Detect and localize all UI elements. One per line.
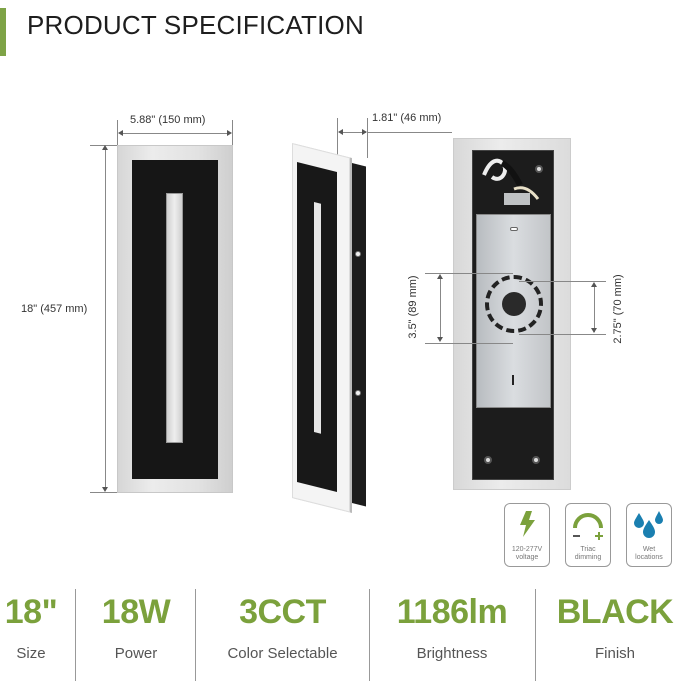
arrow-left-icon bbox=[338, 129, 343, 135]
junction-opening bbox=[502, 292, 526, 316]
spec-value: 18" bbox=[4, 593, 58, 631]
feature-label-line1: 120-277V bbox=[511, 546, 543, 553]
mount-inner-label: 2.75" (70 mm) bbox=[612, 274, 624, 344]
mount-vertical-label: 3.5" (89 mm) bbox=[407, 275, 419, 339]
divider bbox=[535, 589, 536, 681]
lightning-bolt-icon bbox=[520, 511, 535, 537]
dimmer-arc-icon bbox=[573, 513, 603, 540]
height-dimension-line bbox=[105, 148, 106, 490]
dim-extension-line bbox=[519, 334, 606, 335]
spec-value: 1186lm bbox=[396, 593, 508, 631]
feature-label-line2: dimming bbox=[574, 554, 602, 561]
title-accent-bar bbox=[0, 8, 6, 56]
arrow-up-icon bbox=[102, 145, 108, 150]
arrow-down-icon bbox=[437, 337, 443, 342]
mount-hole bbox=[355, 390, 361, 396]
arrow-up-icon bbox=[591, 282, 597, 287]
spec-label: Size bbox=[16, 645, 46, 662]
spec-label: Brightness bbox=[416, 645, 488, 662]
spec-finish: BLACK Finish bbox=[540, 592, 679, 662]
arrow-right-icon bbox=[227, 130, 232, 136]
mount-dimension-line bbox=[440, 276, 441, 340]
dim-extension-line bbox=[367, 118, 368, 158]
spec-value: 3CCT bbox=[239, 593, 326, 631]
spec-power: 18W Power bbox=[80, 592, 192, 662]
height-dimension-label: 18" (457 mm) bbox=[21, 303, 88, 315]
feature-label-line1: Wet bbox=[642, 546, 656, 553]
width-dimension-label: 5.88" (150 mm) bbox=[130, 114, 206, 126]
feature-label-line1: Triac bbox=[580, 546, 596, 553]
width-dimension-line bbox=[120, 133, 230, 134]
spec-value: 18W bbox=[101, 593, 171, 631]
spec-brightness: 1186lm Brightness bbox=[372, 592, 532, 662]
wires-icon bbox=[482, 158, 540, 205]
spec-label: Power bbox=[114, 645, 158, 662]
page-title: PRODUCT SPECIFICATION bbox=[27, 10, 364, 40]
water-drops-icon bbox=[634, 511, 663, 538]
arrow-down-icon bbox=[102, 487, 108, 492]
dim-extension-line bbox=[117, 120, 118, 145]
screw bbox=[484, 456, 492, 464]
depth-dimension-line bbox=[340, 132, 366, 133]
divider bbox=[369, 589, 370, 681]
dim-extension-line bbox=[337, 118, 338, 158]
arrow-up-icon bbox=[437, 274, 443, 279]
divider bbox=[75, 589, 76, 681]
plate-slot bbox=[512, 375, 514, 385]
spec-color: 3CCT Color Selectable bbox=[200, 592, 365, 662]
mount-hole bbox=[355, 251, 361, 257]
screw bbox=[535, 165, 543, 173]
divider bbox=[195, 589, 196, 681]
dim-extension-line bbox=[425, 343, 513, 344]
depth-leader-line bbox=[367, 132, 452, 133]
arrow-right-icon bbox=[362, 129, 367, 135]
spec-value: BLACK bbox=[556, 593, 674, 631]
feature-label-line2: voltage bbox=[515, 554, 539, 561]
plate-slot bbox=[510, 227, 518, 231]
knockout-ring bbox=[485, 275, 543, 333]
mount-inner-dimension-line bbox=[594, 284, 595, 332]
spec-size: 18" Size bbox=[0, 592, 70, 662]
dim-extension-line bbox=[90, 492, 117, 493]
arrow-down-icon bbox=[591, 328, 597, 333]
screw bbox=[532, 456, 540, 464]
fixture-light-slot bbox=[166, 193, 183, 443]
spec-label: Finish bbox=[594, 645, 635, 662]
dim-extension-line bbox=[519, 281, 606, 282]
spec-label: Color Selectable bbox=[227, 645, 338, 662]
depth-dimension-label: 1.81" (46 mm) bbox=[372, 112, 442, 124]
feature-label-line2: locations bbox=[635, 554, 663, 561]
dim-extension-line bbox=[232, 120, 233, 145]
dim-extension-line bbox=[425, 273, 513, 274]
arrow-left-icon bbox=[118, 130, 123, 136]
fixture-side-slot bbox=[314, 202, 321, 434]
